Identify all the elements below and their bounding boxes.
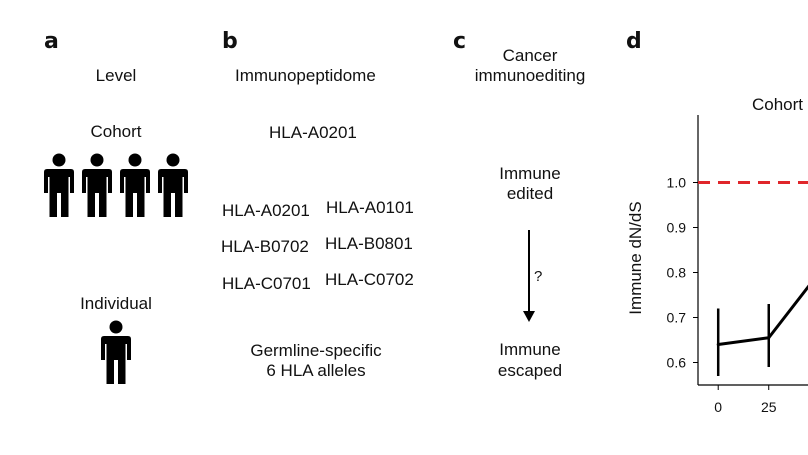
allele-b0702: HLA-B0702: [221, 237, 309, 256]
allele-c0702: HLA-C0702: [325, 270, 414, 289]
arrow-question-label: ?: [534, 268, 543, 285]
immunopeptidome-header: Immunopeptidome: [235, 66, 376, 85]
panel-letter-d: d: [626, 29, 642, 54]
germline-label-line1: Germline-specific: [250, 341, 382, 360]
series-line: [718, 284, 808, 346]
allele-c0701: HLA-C0701: [222, 274, 311, 293]
cohort-label: Cohort: [90, 122, 142, 141]
immunoediting-header-line2: immunoediting: [474, 66, 586, 85]
allele-b0801: HLA-B0801: [325, 234, 413, 253]
y-tick-label: 0.8: [667, 265, 687, 281]
data-point: [767, 336, 771, 340]
y-tick-label: 0.7: [667, 310, 687, 326]
chart-title: Cohort: [752, 95, 804, 114]
panel-letter-b: b: [222, 29, 238, 54]
down-arrow-head: [523, 311, 535, 322]
x-tick-label: 0: [714, 399, 722, 415]
x-tick-label: 25: [761, 399, 777, 415]
immune-edited-line1: Immune: [499, 164, 561, 183]
data-point: [716, 343, 720, 346]
germline-label-line2: 6 HLA alleles: [266, 361, 366, 380]
allele-a0201: HLA-A0201: [222, 201, 310, 220]
y-tick-label: 0.9: [667, 220, 687, 236]
panel-letter-c: c: [453, 29, 467, 54]
panel-letter-a: a: [44, 29, 59, 54]
individual-label: Individual: [80, 294, 152, 313]
level-header: Level: [95, 66, 137, 85]
y-axis-label: Immune dN/dS: [626, 201, 645, 314]
allele-a0101: HLA-A0101: [326, 198, 414, 217]
cohort-allele: HLA-A0201: [269, 123, 357, 142]
immune-escaped-line1: Immune: [499, 340, 561, 359]
immunoediting-header-line1: Cancer: [502, 46, 558, 65]
immune-escaped-line2: escaped: [497, 361, 563, 380]
y-tick-label: 1.0: [667, 175, 687, 191]
y-tick-label: 0.6: [667, 355, 687, 371]
immune-edited-line2: edited: [506, 184, 554, 203]
